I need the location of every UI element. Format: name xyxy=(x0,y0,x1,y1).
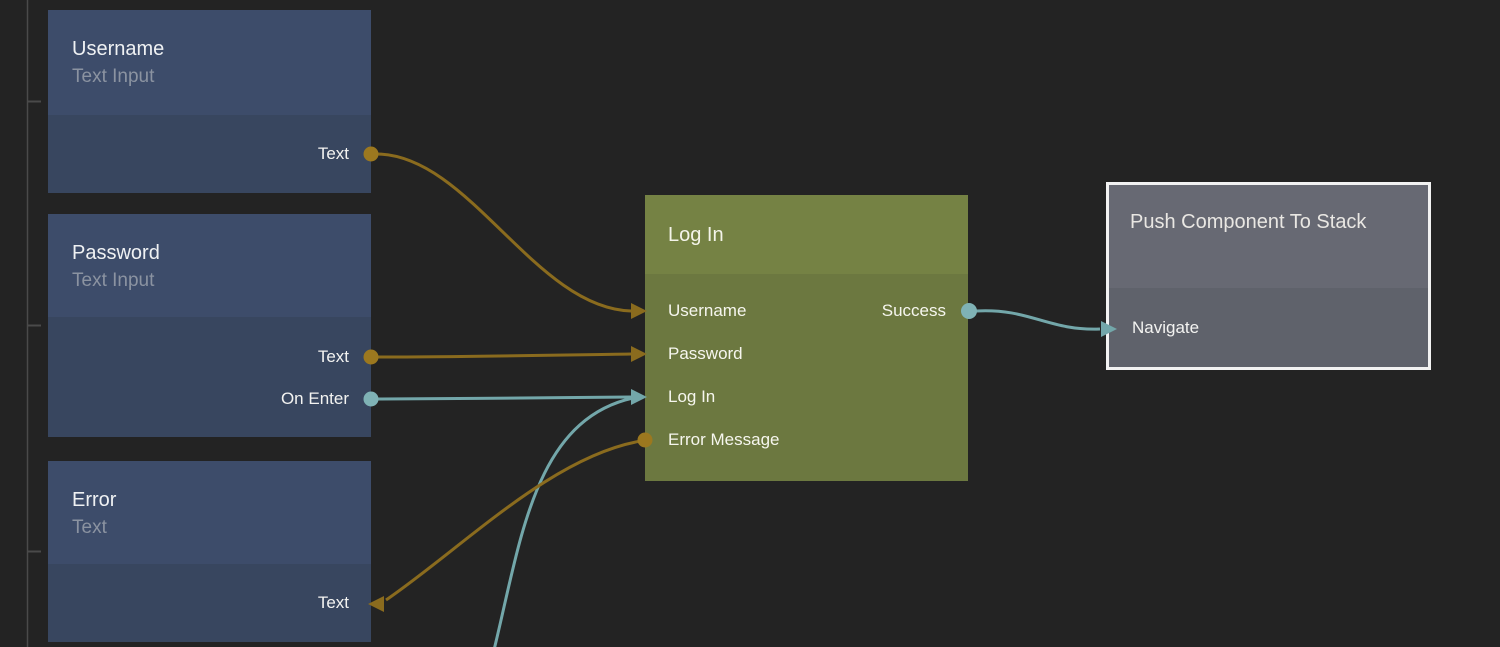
port-login-password-input[interactable]: Password xyxy=(645,339,968,369)
wire-password-onenter-to-login-login[interactable] xyxy=(377,395,632,401)
node-title: Push Component To Stack xyxy=(1130,211,1367,233)
node-password-header: Password Text Input xyxy=(48,214,371,317)
port-label-login-success-output: Success xyxy=(881,301,946,320)
node-subtitle: Text xyxy=(72,517,107,538)
node-username-header: Username Text Input xyxy=(48,10,371,115)
port-username-text-output[interactable]: Text xyxy=(48,139,371,169)
node-title: Error xyxy=(72,489,117,511)
port-label: On Enter xyxy=(280,389,349,408)
wire-username-text-to-login-username[interactable] xyxy=(377,152,632,313)
node-username-ports: Text xyxy=(48,115,371,193)
node-login-ports: Username Success Password Log In Error M… xyxy=(645,274,968,481)
node-error-ports: Text xyxy=(48,564,371,642)
port-label: Text xyxy=(317,144,349,163)
node-login-header: Log In xyxy=(645,195,968,274)
node-title: Username xyxy=(72,38,165,60)
port-push-navigate-input[interactable]: Navigate xyxy=(1109,313,1428,343)
node-login[interactable]: Log In Username Success Password Log In … xyxy=(645,195,968,481)
node-push-component-to-stack[interactable]: Push Component To Stack Navigate xyxy=(1106,182,1431,370)
node-error-header: Error Text xyxy=(48,461,371,564)
wire-login-success-to-push-navigate[interactable] xyxy=(975,309,1101,331)
port-label: Text xyxy=(317,593,349,612)
port-login-login-input[interactable]: Log In xyxy=(645,382,968,412)
port-password-text-output[interactable]: Text xyxy=(48,342,371,372)
node-password[interactable]: Password Text Input Text On Enter xyxy=(48,214,371,437)
port-error-text-input[interactable]: Text xyxy=(48,588,371,618)
wire-password-text-to-login-password[interactable] xyxy=(377,352,632,359)
node-subtitle: Text Input xyxy=(72,270,155,291)
port-row-username-success[interactable]: Username Success xyxy=(645,296,968,326)
node-password-ports: Text On Enter xyxy=(48,317,371,437)
port-label: Text xyxy=(317,347,349,366)
port-label: Navigate xyxy=(1132,318,1200,337)
port-login-errormessage-output[interactable]: Error Message xyxy=(645,425,968,455)
node-title: Password xyxy=(72,242,160,264)
node-push-header: Push Component To Stack xyxy=(1109,185,1428,288)
node-error[interactable]: Error Text Text xyxy=(48,461,371,642)
port-label: Password xyxy=(668,344,743,363)
port-label: Log In xyxy=(668,387,716,406)
port-label: Error Message xyxy=(668,430,780,449)
node-title: Log In xyxy=(668,223,724,246)
wire-login-errormessage-to-error-text[interactable] xyxy=(385,439,642,602)
port-label-login-username-input: Username xyxy=(668,301,747,320)
port-password-onenter-output[interactable]: On Enter xyxy=(48,384,371,414)
node-push-ports: Navigate xyxy=(1109,288,1428,367)
node-username[interactable]: Username Text Input Text xyxy=(48,10,371,193)
wire-offscreen-to-login-login[interactable] xyxy=(493,396,634,647)
node-subtitle: Text Input xyxy=(72,66,155,87)
